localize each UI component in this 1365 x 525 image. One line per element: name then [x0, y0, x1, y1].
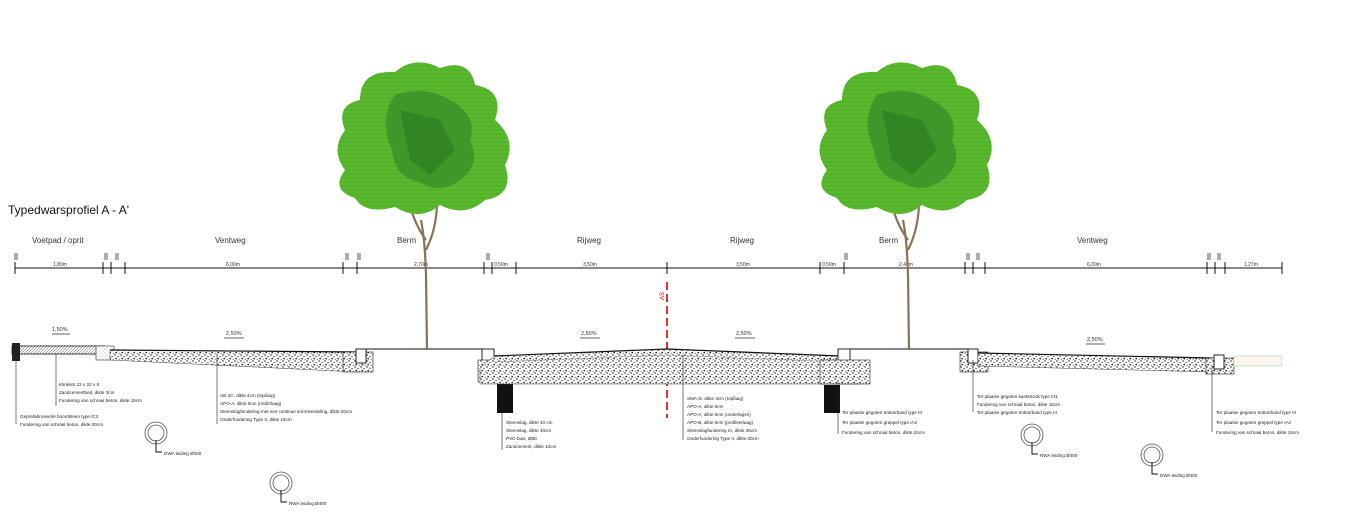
dim-value: 3,50m [736, 262, 750, 268]
note-far-right: Ter plaatse gegoten trottoirband type II… [1216, 410, 1296, 415]
slope-label: 1,50% [52, 327, 68, 333]
dim-value: 2,70m [414, 262, 428, 268]
note-left-curb: Geprefabriceerde boordsteen type IC2 [20, 414, 99, 419]
dim-value: 1,27m [1244, 262, 1258, 268]
note-ventweg-right: Ter plaatse gegoten trottoirband type II… [977, 410, 1057, 415]
note-drain-left: Steenslag, dikte 10 cm [506, 420, 553, 425]
dimension-ticks [14, 253, 1221, 260]
note-rijweg: Steenslagfundering IA, dikte 25cm [687, 428, 757, 433]
zone-label-rijweg-right: Rijweg [730, 236, 754, 245]
dim-value: 2,40m [899, 262, 913, 268]
note-left-curb: Klinkers 22 x 22 x 8 [59, 382, 100, 387]
zone-label-berm-left: Berm [397, 236, 416, 245]
dim-value: 6,00m [1087, 262, 1101, 268]
footpath-left [11, 343, 115, 361]
pipe-1-label: DWA leiding Ø400 [164, 451, 202, 456]
zone-label-rijweg-left: Rijweg [577, 236, 601, 245]
dim-value: 0,50m [494, 262, 508, 268]
note-drain-left: Steenslag, dikte 40cm [506, 428, 551, 433]
note-left-curb: Fundering van schraal beton, dikte 15cm [59, 398, 142, 403]
note-drain-left: Zandcement, dikte 10cm [506, 444, 556, 449]
road-axis-label: AS [660, 292, 666, 300]
dimension-line [14, 262, 1283, 274]
note-far-right: Ter plaatse gegoten greppel type IA2 [1216, 420, 1292, 425]
pipe-4-label: DWA leiding Ø400 [1160, 473, 1198, 478]
pipe-1 [144, 421, 168, 453]
curb-drain-right [819, 348, 871, 413]
note-rijweg: APO-B, dikte 6cm (profileerlaag) [687, 420, 754, 425]
note-rijweg: APO-A, dikte 6cm (onderlagen) [687, 412, 751, 417]
dim-value: 6,00m [226, 262, 240, 268]
rijweg-layers [479, 348, 861, 385]
note-drain-left: PVC-buis, Ø80 [506, 436, 537, 441]
pipe-4 [1140, 443, 1164, 475]
slope-label: 2,50% [1087, 337, 1103, 343]
dim-value: 1,80m [53, 262, 67, 268]
slope-label: 2,50% [226, 331, 242, 337]
note-rijweg: Onderfundering Type II, dikte 30cm [687, 436, 759, 441]
note-ventweg-left: AB-4C, dikte 4cm (toplaag) [220, 393, 276, 398]
note-rijweg: SMA-D, dikte 3cm (toplaag) [687, 396, 744, 401]
tree-left [337, 62, 510, 351]
pipe-3 [1020, 423, 1044, 455]
pipe-2-label: RWA leiding Ø400 [289, 501, 327, 506]
note-rijweg: APO-A, dikte 6cm [687, 404, 724, 409]
slope-markers [52, 333, 1105, 345]
note-far-right: Fundering van schraal beton, dikte 16cm [1216, 430, 1299, 435]
tree-right [819, 62, 992, 351]
note-left-curb: Fundering van schraal beton, dikte 20cm [20, 422, 103, 427]
pipe-2 [269, 471, 293, 503]
leader-lines [15, 354, 1213, 450]
note-ventweg-left: Onderfundering Type II, dikte 15cm [220, 417, 292, 422]
zone-label-berm-right: Berm [879, 236, 898, 245]
note-ventweg-left: Steenslagfundering met niet continue kor… [220, 409, 352, 414]
note-left-curb: Zandcementbed, dikte 3cm [59, 390, 115, 395]
note-ventweg-right: Ter plaatse gegoten kantstrook type III1 [977, 394, 1058, 399]
ventweg-left-layers [109, 348, 374, 373]
zone-label-ventweg-left: Ventweg [215, 236, 246, 245]
pipe-3-label: RWA leiding Ø400 [1040, 453, 1078, 458]
dim-value: 0,50m [822, 262, 836, 268]
ventweg-right-layers [959, 348, 1283, 375]
zone-label-voetpad: Voetpad / oprit [32, 236, 84, 245]
note-curb-mid-right: Fundering van schraal beton, dikte 24cm [842, 430, 925, 435]
zone-label-ventweg-right: Ventweg [1077, 236, 1108, 245]
note-curb-mid-right: Ter plaatse gegoten greppel type IA2 [842, 420, 918, 425]
note-curb-mid-right: Ter plaatse gegoten trottoirband type II… [842, 410, 922, 415]
slope-label: 2,50% [581, 331, 597, 337]
drawing-title: Typedwarsprofiel A - A' [8, 203, 129, 217]
note-ventweg-left: APO-A, dikte 6cm (onderlaag) [220, 401, 282, 406]
slope-label: 2,50% [736, 331, 752, 337]
note-ventweg-right: Fundering van schraal beton, dikte 16cm [977, 402, 1060, 407]
dim-value: 3,50m [583, 262, 597, 268]
